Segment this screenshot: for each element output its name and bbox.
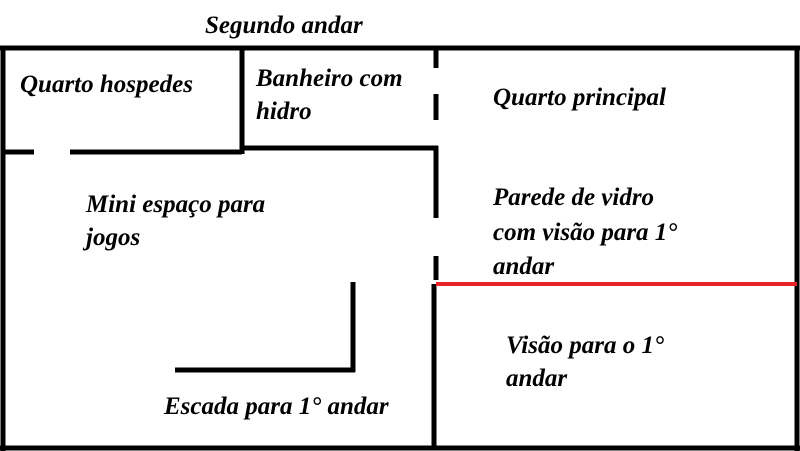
label-view-line1: Visão para o 1° [506, 332, 664, 359]
room-label-bathroom-line2: hidro [256, 98, 312, 125]
label-glass-wall-line3: andar [493, 253, 555, 280]
room-label-game-space-line2: jogos [86, 224, 141, 251]
room-label-game-space-line1: Mini espaço para [86, 191, 266, 218]
floor-title: Segundo andar [205, 12, 363, 39]
room-label-guest-room: Quarto hospedes [20, 71, 193, 98]
label-view-line2: andar [506, 365, 568, 392]
label-glass-wall-line2: com visão para 1° [493, 219, 678, 246]
label-glass-wall-line1: Parede de vidro [493, 184, 655, 211]
room-label-bathroom-line1: Banheiro com [256, 65, 403, 92]
room-label-master-bedroom: Quarto principal [493, 84, 666, 111]
room-label-stairs: Escada para 1° andar [164, 393, 389, 420]
